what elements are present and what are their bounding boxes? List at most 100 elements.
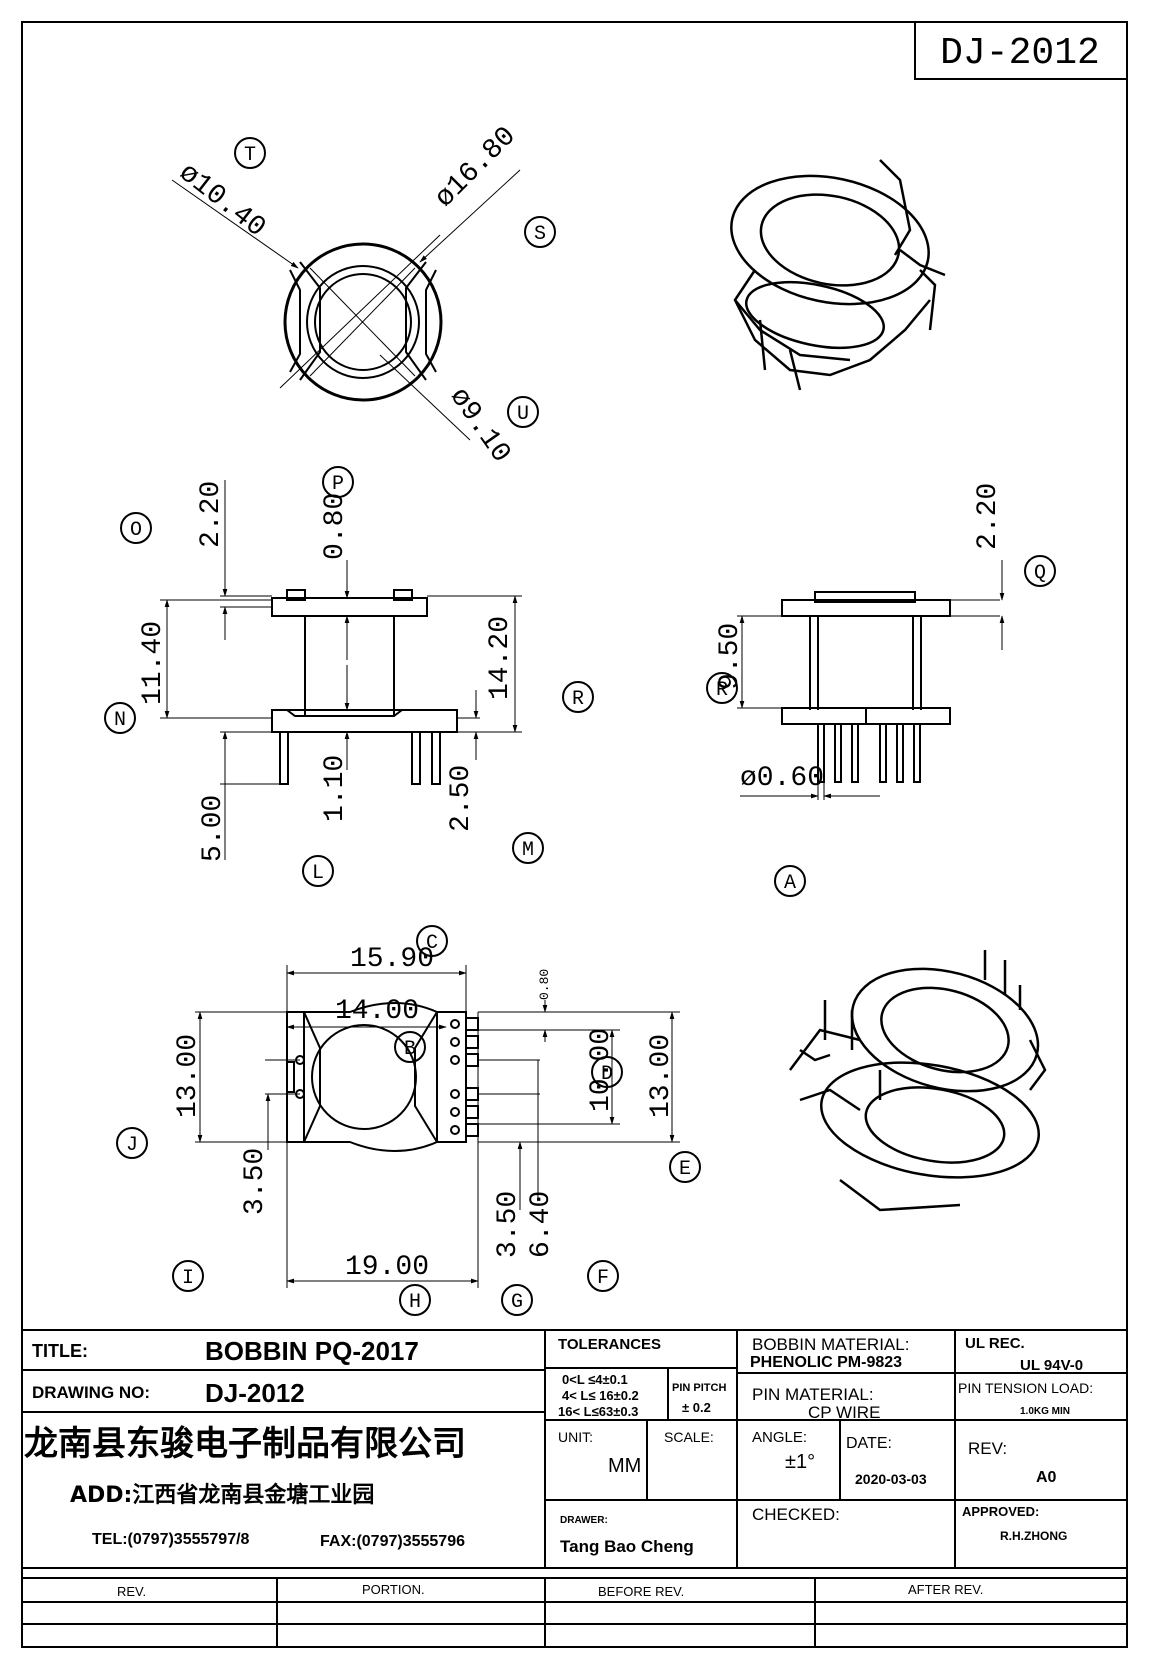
approved-label: APPROVED:: [962, 1504, 1039, 1519]
drawer-value: Tang Bao Cheng: [560, 1537, 694, 1556]
dim-front-height-n: 11.40: [138, 621, 169, 705]
rev-table-header-rev: REV.: [117, 1584, 146, 1599]
circle-labels: [104, 137, 1056, 1316]
title-label: TITLE:: [32, 1341, 88, 1361]
tolerance-1: 0<L ≤4±0.1: [562, 1372, 628, 1387]
front-view-dims: 2.20 0.80 11.40 14.20 5.00 1.10 2.50: [138, 481, 516, 862]
dim-front-gap-l: 1.10: [320, 755, 351, 822]
label-H: H: [409, 1291, 421, 1314]
label-Q: Q: [1034, 562, 1046, 585]
label-N: N: [114, 709, 126, 732]
unit-label: UNIT:: [558, 1429, 593, 1445]
label-J: J: [126, 1134, 138, 1157]
label-C: C: [426, 932, 438, 955]
label-M: M: [522, 839, 534, 862]
pin-pitch-label: PIN PITCH: [672, 1382, 726, 1394]
bobbin-material-value: PHENOLIC PM-9823: [750, 1354, 902, 1371]
bobbin-material-label: BOBBIN MATERIAL:: [752, 1335, 909, 1354]
drawing-code-box: DJ-2012: [914, 21, 1128, 80]
dim-front-pin-len: 5.00: [198, 795, 229, 862]
rev-label: REV:: [968, 1439, 1007, 1458]
label-F: F: [597, 1267, 609, 1290]
drawer-label: DRAWER:: [560, 1515, 608, 1526]
label-O: O: [130, 519, 142, 542]
title-block: [22, 1329, 1127, 1647]
side-view-dims: 2.20 9.50 ø0.60: [715, 483, 1004, 794]
label-G: G: [511, 1291, 523, 1314]
bottom-view: [195, 965, 680, 1288]
front-view: [160, 480, 522, 860]
scale-label: SCALE:: [664, 1429, 714, 1445]
label-T: T: [244, 144, 256, 167]
title-value: BOBBIN PQ-2017: [205, 1336, 419, 1366]
dim-bottom-gap-small: 0.80: [537, 969, 552, 1000]
pin-pitch-value: ± 0.2: [682, 1400, 711, 1415]
label-P: P: [332, 473, 344, 496]
company-name: 龙南县东骏电子制品有限公司: [24, 1424, 466, 1464]
ul-rec-value: UL 94V-0: [1020, 1357, 1083, 1374]
label-I: I: [182, 1267, 194, 1290]
label-E: E: [679, 1158, 691, 1181]
label-D: D: [601, 1063, 613, 1086]
tolerances-label: TOLERANCES: [558, 1336, 661, 1353]
dim-bottom-width-h: 19.00: [345, 1252, 429, 1283]
sheet-border: [21, 21, 1128, 1648]
tolerance-2: 4< L≤ 16±0.2: [562, 1388, 639, 1403]
angle-label: ANGLE:: [752, 1429, 807, 1446]
dim-d-inner: ø10.40: [172, 158, 271, 245]
pin-material-value: CP WIRE: [808, 1403, 880, 1422]
outer-flange-circle: [283, 242, 443, 402]
dim-bottom-height-j: 13.00: [173, 1034, 204, 1118]
company-fax: FAX:(0797)3555796: [320, 1533, 465, 1550]
inner-circle: [306, 265, 420, 379]
drawing-no-label: DRAWING NO:: [32, 1383, 150, 1402]
drawing-no-value: DJ-2012: [205, 1378, 305, 1408]
pin-tension-label: PIN TENSION LOAD:: [958, 1380, 1093, 1396]
dim-front-height-r: 14.20: [485, 616, 516, 700]
dim-d-core: ø9.10: [443, 382, 517, 469]
core-circle: [314, 273, 412, 371]
rev-table-header-before: BEFORE REV.: [598, 1584, 684, 1599]
label-A: A: [784, 872, 796, 895]
circle-label-text: T S U P O Q R R N L M A C B D J E I F H …: [114, 144, 1046, 1314]
rev-value: A0: [1036, 1469, 1057, 1486]
dim-front-slot-top: 0.80: [320, 493, 351, 560]
dim-bottom-offset-g: 3.50: [493, 1191, 524, 1258]
tolerance-3: 16< L≤63±0.3: [558, 1404, 638, 1419]
pin-material-label: PIN MATERIAL:: [752, 1385, 874, 1404]
top-view: [171, 169, 521, 441]
ul-rec-label: UL REC.: [965, 1335, 1025, 1352]
rev-table-header-after: AFTER REV.: [908, 1582, 983, 1597]
label-S: S: [534, 223, 546, 246]
title-block-text: TITLE: BOBBIN PQ-2017 DRAWING NO: DJ-201…: [24, 1335, 1093, 1599]
checked-label: CHECKED:: [752, 1505, 840, 1524]
company-address: ADD:江西省龙南县金塘工业园: [70, 1482, 374, 1508]
drawing-code: DJ-2012: [940, 32, 1100, 75]
dim-bottom-span-f: 6.40: [526, 1191, 557, 1258]
dim-bottom-width-b: 14.00: [335, 996, 419, 1027]
dim-d-outer: ø16.80: [429, 121, 522, 214]
top-view-dims: ø10.40 ø16.80 ø9.10: [172, 121, 522, 469]
dim-side-flange-top: 2.20: [973, 483, 1004, 550]
dim-front-flange-top: 2.20: [196, 481, 227, 548]
dim-front-pin-m: 2.50: [446, 765, 477, 832]
dim-side-pin-dia: ø0.60: [740, 763, 824, 794]
side-view: [737, 560, 1005, 800]
label-L: L: [312, 862, 324, 885]
dim-bottom-offset-i: 3.50: [240, 1148, 271, 1215]
iso-view-bottom: [789, 950, 1047, 1212]
approved-value: R.H.ZHONG: [1000, 1529, 1067, 1543]
date-value: 2020-03-03: [855, 1471, 927, 1487]
dim-bottom-height-e: 13.00: [646, 1034, 677, 1118]
company-tel: TEL:(0797)3555797/8: [92, 1531, 250, 1548]
label-U: U: [517, 403, 529, 426]
dim-bottom-width-c: 15.90: [350, 944, 434, 975]
iso-view-top: [730, 159, 946, 391]
unit-value: MM: [608, 1455, 641, 1477]
date-label: DATE:: [846, 1435, 892, 1452]
rev-table-header-portion: PORTION.: [362, 1582, 425, 1597]
label-B: B: [404, 1038, 416, 1061]
label-R-side: R: [716, 679, 728, 702]
bottom-view-dims: 15.90 14.00 0.80 13.00 10.00 13.00 3.50 …: [173, 944, 677, 1283]
